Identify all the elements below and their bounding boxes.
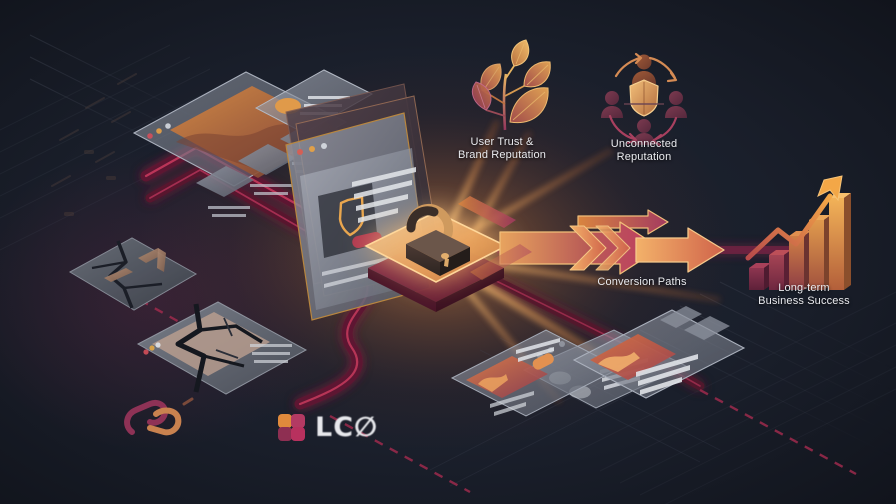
logo-square-1	[278, 413, 292, 428]
incoming-chevrons	[458, 196, 532, 280]
isometric-content-card	[572, 306, 746, 399]
plant-growth-icon	[471, 39, 551, 131]
flow-chevrons	[569, 225, 631, 271]
shield-icon	[629, 79, 659, 117]
broken-chain-icon	[124, 397, 194, 436]
logo-square-3	[278, 426, 292, 441]
flow-arrow-to-success	[635, 227, 725, 273]
logo-square-4	[291, 426, 305, 441]
people-trust-network-icon	[601, 52, 687, 147]
logo-mark	[278, 413, 306, 442]
isometric-cracked-tile	[68, 237, 198, 311]
logo-square-2	[291, 413, 305, 428]
trend-arrow	[745, 193, 833, 261]
padlock-icon	[406, 203, 470, 276]
logo-wordmark: LC∅	[315, 412, 379, 443]
isometric-content-card	[450, 329, 622, 417]
bar	[829, 193, 851, 290]
brand-logo: LC∅	[278, 412, 378, 443]
isometric-cracked-browser-window	[136, 301, 308, 395]
